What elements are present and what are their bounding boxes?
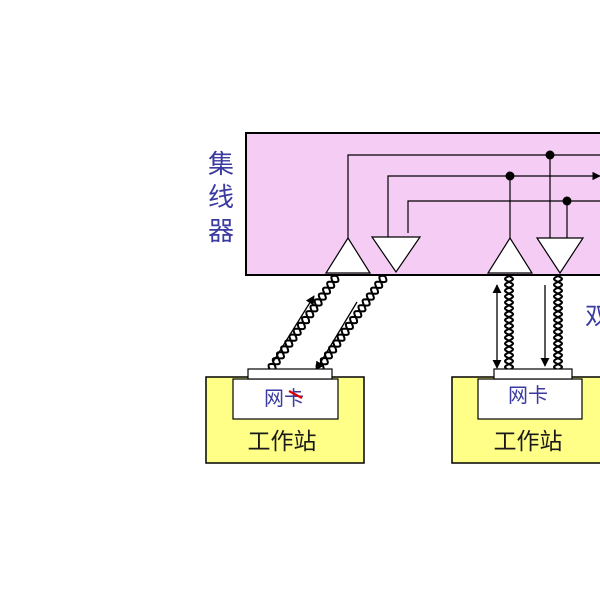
workstation-1: 网卡 工作站	[205, 368, 365, 464]
twisted-pair-2a-strand-2	[503, 275, 515, 371]
nic-connector-1	[247, 368, 333, 380]
transmit-amplifier-1	[324, 236, 372, 274]
receive-amplifier-2	[535, 237, 585, 275]
uplink-arrow-1	[272, 295, 315, 363]
twisted-pair-cables	[267, 274, 564, 372]
junction-dots	[505, 150, 572, 206]
hub-label-char-1: 集	[208, 150, 234, 180]
twisted-pair-1a-strand-2	[267, 275, 340, 371]
hub-internal-wiring	[347, 154, 600, 238]
nic-label-1: 网卡	[264, 386, 304, 410]
hub-box	[245, 132, 600, 276]
station-label-1: 工作站	[248, 429, 317, 455]
nic-box-2	[477, 378, 583, 420]
transmit-amplifier-2	[486, 236, 534, 274]
hub-label-char-3: 器	[208, 217, 234, 247]
nic-label-2: 网卡	[508, 383, 548, 407]
twisted-pair-1b-strand-2	[315, 275, 388, 371]
twisted-pair-2b-strand-2	[552, 275, 564, 371]
side-label: 双	[585, 302, 600, 330]
receive-amplifier-1	[370, 236, 422, 274]
cursor-mark	[288, 390, 303, 399]
hub-label-char-2: 线	[208, 183, 234, 213]
downlink-arrow-1	[315, 301, 358, 371]
workstation-2: 网卡 工作站	[451, 368, 600, 464]
nic-box-1	[232, 378, 339, 420]
station-label-2: 工作站	[494, 429, 563, 455]
nic-connector-2	[493, 368, 573, 380]
